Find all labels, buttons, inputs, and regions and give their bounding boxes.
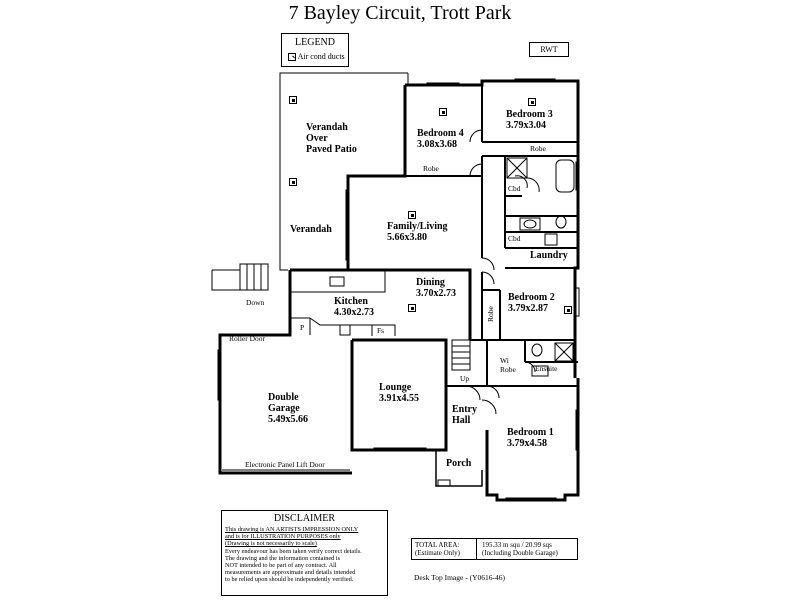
walk-in-robe-label: Wi Robe bbox=[500, 356, 516, 374]
air-duct-icon bbox=[408, 211, 416, 219]
robe-label: Robe bbox=[530, 144, 546, 153]
legend-item-label: Air cond ducts bbox=[297, 52, 345, 61]
double-garage-label: Double Garage 5.49x5.66 bbox=[268, 392, 308, 425]
pantry-label: P bbox=[300, 323, 305, 332]
disclaimer-heading: DISCLAIMER bbox=[273, 513, 336, 524]
air-duct-icon bbox=[564, 306, 572, 314]
porch-outline bbox=[435, 450, 483, 487]
disclaimer-line: This drawing is AN ARTISTS IMPRESSION ON… bbox=[225, 526, 359, 533]
legend-item: Air cond ducts bbox=[288, 52, 345, 62]
lift-door-label: Electronic Panel Lift Door bbox=[245, 460, 325, 469]
total-area-label: TOTAL AREA: (Estimate Only) bbox=[415, 541, 460, 557]
total-area-value: 195.33 m squ / 20.99 sqs (Including Doub… bbox=[482, 541, 558, 557]
roller-door-label: Roller Door bbox=[229, 334, 266, 343]
divider bbox=[476, 539, 477, 559]
kitchen-label: Kitchen 4.30x2.73 bbox=[334, 296, 374, 318]
exterior-walls bbox=[218, 79, 580, 502]
disclaimer-line: NOT intended to be part of any contract.… bbox=[225, 562, 337, 570]
bathroom-fixtures bbox=[506, 157, 575, 377]
legend-box: LEGEND Air cond ducts bbox=[281, 33, 349, 67]
porch-label: Porch bbox=[446, 458, 472, 469]
robe-label: Robe bbox=[486, 306, 495, 322]
up-label: Up bbox=[460, 374, 470, 383]
disclaimer-line: to be relied upon should be independentl… bbox=[225, 576, 354, 584]
cupboard-label: Cbd bbox=[508, 184, 521, 193]
total-area-box: TOTAL AREA: (Estimate Only) 195.33 m squ… bbox=[411, 538, 578, 560]
disclaimer-line: and is for ILLUSTRATION PURPOSES only bbox=[225, 533, 341, 541]
laundry-label: Laundry bbox=[530, 250, 568, 261]
entry-hall-label: Entry Hall bbox=[452, 404, 477, 426]
disclaimer-line: Every endeavour has been taken verify co… bbox=[225, 547, 362, 555]
disclaimer-line: measurements are approximate and details… bbox=[225, 569, 356, 577]
disclaimer-line: The drawing and the information containe… bbox=[225, 554, 341, 562]
lounge-label: Lounge 3.91x4.55 bbox=[379, 382, 419, 404]
bedroom1-label: Bedroom 1 3.79x4.58 bbox=[507, 427, 554, 449]
bedroom4-label: Bedroom 4 3.08x3.68 bbox=[417, 128, 464, 150]
interior-walls bbox=[405, 85, 578, 387]
disclaimer-line: (Drawing is not necessarily to scale) bbox=[225, 540, 317, 548]
verandah-patio-label: Verandah Over Paved Patio bbox=[306, 122, 357, 155]
verandah-outline bbox=[279, 72, 408, 271]
robe-label: Robe bbox=[423, 164, 439, 173]
dining-label: Dining 3.70x2.73 bbox=[416, 277, 456, 299]
ensuite-label: Ensuite bbox=[535, 364, 558, 373]
verandah-label: Verandah bbox=[290, 224, 332, 235]
cupboard-label: Cbd bbox=[508, 234, 521, 243]
air-duct-icon bbox=[289, 96, 297, 104]
air-duct-icon bbox=[439, 108, 447, 116]
air-duct-icon bbox=[288, 53, 296, 62]
family-living-label: Family/Living 5.66x3.80 bbox=[387, 221, 448, 243]
disclaimer-box: DISCLAIMER This drawing is AN ARTISTS IM… bbox=[221, 510, 388, 596]
plan-title: 7 Bayley Circuit, Trott Park bbox=[288, 2, 512, 24]
windows bbox=[217, 78, 580, 502]
air-duct-icon bbox=[289, 178, 297, 186]
air-duct-icon bbox=[528, 98, 536, 106]
down-label: Down bbox=[246, 298, 265, 307]
bedroom2-label: Bedroom 2 3.79x2.87 bbox=[508, 292, 555, 314]
bedroom3-label: Bedroom 3 3.79x3.04 bbox=[506, 109, 553, 131]
image-reference: Desk Top Image - (Y0616-46) bbox=[414, 573, 505, 582]
stairs bbox=[451, 339, 471, 371]
air-duct-icon bbox=[408, 304, 416, 312]
door-swings bbox=[465, 129, 540, 415]
rwt-stamp: RWT bbox=[529, 42, 569, 57]
external-stairs bbox=[211, 263, 269, 291]
legend-heading: LEGEND bbox=[295, 37, 335, 48]
kitchen-bench bbox=[290, 270, 396, 336]
fridge-space-label: Fs bbox=[377, 326, 385, 335]
porch-step bbox=[437, 479, 451, 487]
